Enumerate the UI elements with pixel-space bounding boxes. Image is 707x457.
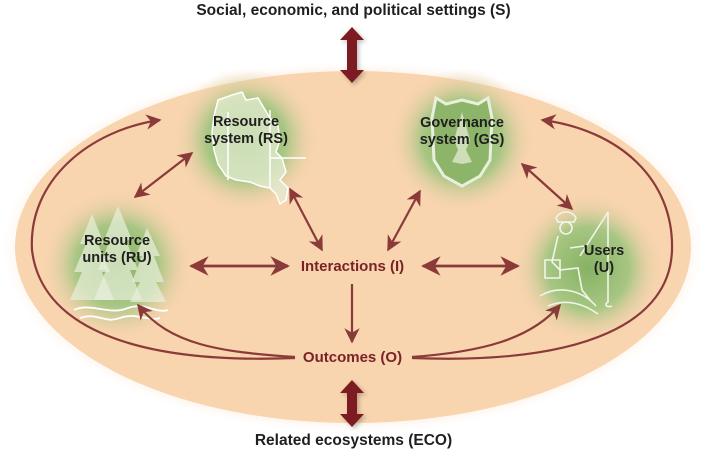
arrow-gs-i [387, 189, 421, 252]
resource-units-line1: Resource [83, 233, 151, 249]
resource-units-node: Resource units (RU) [72, 233, 162, 266]
map-outline-icon [211, 91, 306, 206]
resource-units-line2: units (RU) [82, 249, 152, 266]
arrow-gs-u [520, 162, 574, 211]
related-ecosystems-label: Related ecosystems (ECO) [254, 432, 453, 449]
resource-system-node: Resource system (RS) [196, 114, 296, 147]
arrow-o-gs [411, 114, 674, 360]
fisherman-icon [539, 211, 613, 315]
users-line1: Users [583, 243, 625, 259]
settings-double-arrow [340, 27, 364, 83]
outcomes-node: Outcomes (O) [302, 349, 403, 366]
arrow-rs-i [289, 187, 323, 252]
shield-tree-badge-icon [430, 95, 494, 188]
arrow-o-ru [137, 303, 296, 359]
ecosystems-double-arrow [340, 380, 364, 427]
social-economic-political-settings-label: Social, economic, and political settings… [196, 2, 511, 19]
relationship-arrows [30, 114, 674, 360]
governance-system-line1: Governance [420, 115, 504, 131]
arrow-rs-ru [133, 152, 194, 198]
interactions-node: Interactions (I) [300, 258, 405, 275]
arrow-o-rs [30, 114, 296, 360]
users-node: Users (U) [574, 243, 634, 276]
governance-system-line2: system (GS) [419, 131, 505, 148]
arrow-o-u [411, 303, 562, 359]
resource-system-line1: Resource [212, 114, 280, 130]
governance-system-node: Governance system (GS) [410, 115, 514, 148]
users-line2: (U) [593, 259, 615, 276]
resource-system-line2: system (RS) [204, 130, 288, 147]
